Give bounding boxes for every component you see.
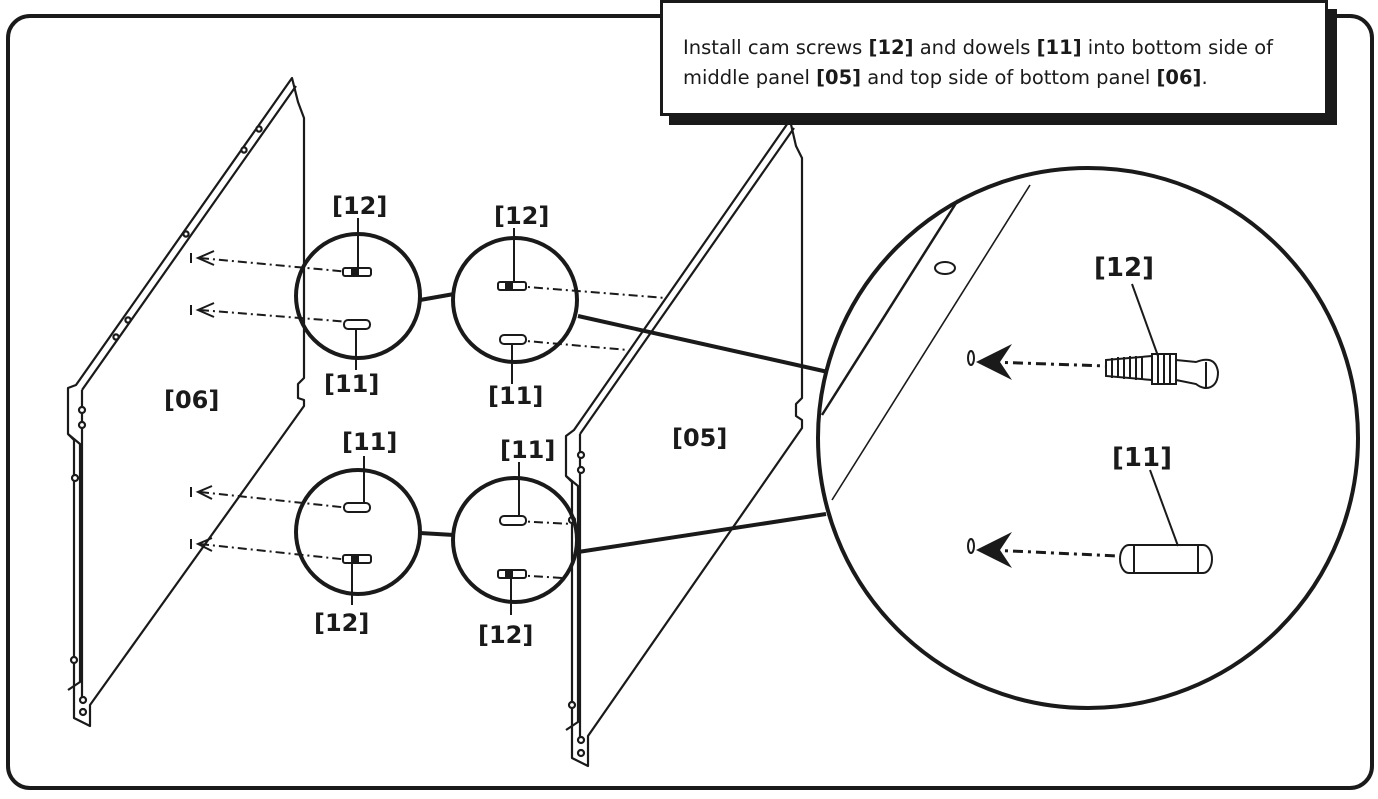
zoom-circle-upper-right bbox=[451, 228, 579, 384]
detail-dowel-label: [11] bbox=[1112, 443, 1172, 473]
instruction-text: Install cam screws bbox=[683, 36, 869, 59]
panel-05-label: [05] bbox=[672, 424, 727, 452]
part-ref-bottom-panel: [06] bbox=[1156, 66, 1202, 89]
part-ref-dowel: [11] bbox=[1036, 36, 1082, 59]
callout-label: [11] bbox=[488, 382, 543, 410]
panel-06 bbox=[66, 76, 306, 728]
callout-label: [12] bbox=[314, 609, 369, 637]
instruction-text: into bottom side of middle panel bbox=[683, 36, 1274, 89]
zoom-circle-lower-right bbox=[451, 462, 579, 615]
callout-label: [12] bbox=[478, 621, 533, 649]
panel-06-label: [06] bbox=[164, 386, 219, 414]
part-ref-middle-panel: [05] bbox=[816, 66, 862, 89]
insertion-arrows-panel-06 bbox=[190, 250, 351, 561]
instruction-text: and top side of bottom panel bbox=[861, 66, 1157, 89]
detail-zoom-circle bbox=[816, 166, 1360, 710]
zoom-circle-lower-left bbox=[294, 456, 422, 605]
zoom-circle-upper-left bbox=[294, 218, 422, 370]
cam-screw-detail bbox=[1105, 353, 1220, 389]
part-ref-cam-screw: [12] bbox=[868, 36, 914, 59]
callout-label: [11] bbox=[324, 370, 379, 398]
instruction-text: and dowels bbox=[913, 36, 1037, 59]
panel-05 bbox=[564, 118, 804, 768]
callout-label: [12] bbox=[332, 192, 387, 220]
circle-connectors bbox=[419, 292, 829, 554]
detail-cam-screw-label: [12] bbox=[1094, 253, 1154, 283]
callout-label: [12] bbox=[494, 202, 549, 230]
callout-label: [11] bbox=[500, 436, 555, 464]
dowel-detail bbox=[1119, 544, 1213, 574]
callout-label: [11] bbox=[342, 428, 397, 456]
instruction-text: . bbox=[1201, 66, 1208, 89]
instruction-box: Install cam screws [12] and dowels [11] … bbox=[660, 0, 1328, 116]
